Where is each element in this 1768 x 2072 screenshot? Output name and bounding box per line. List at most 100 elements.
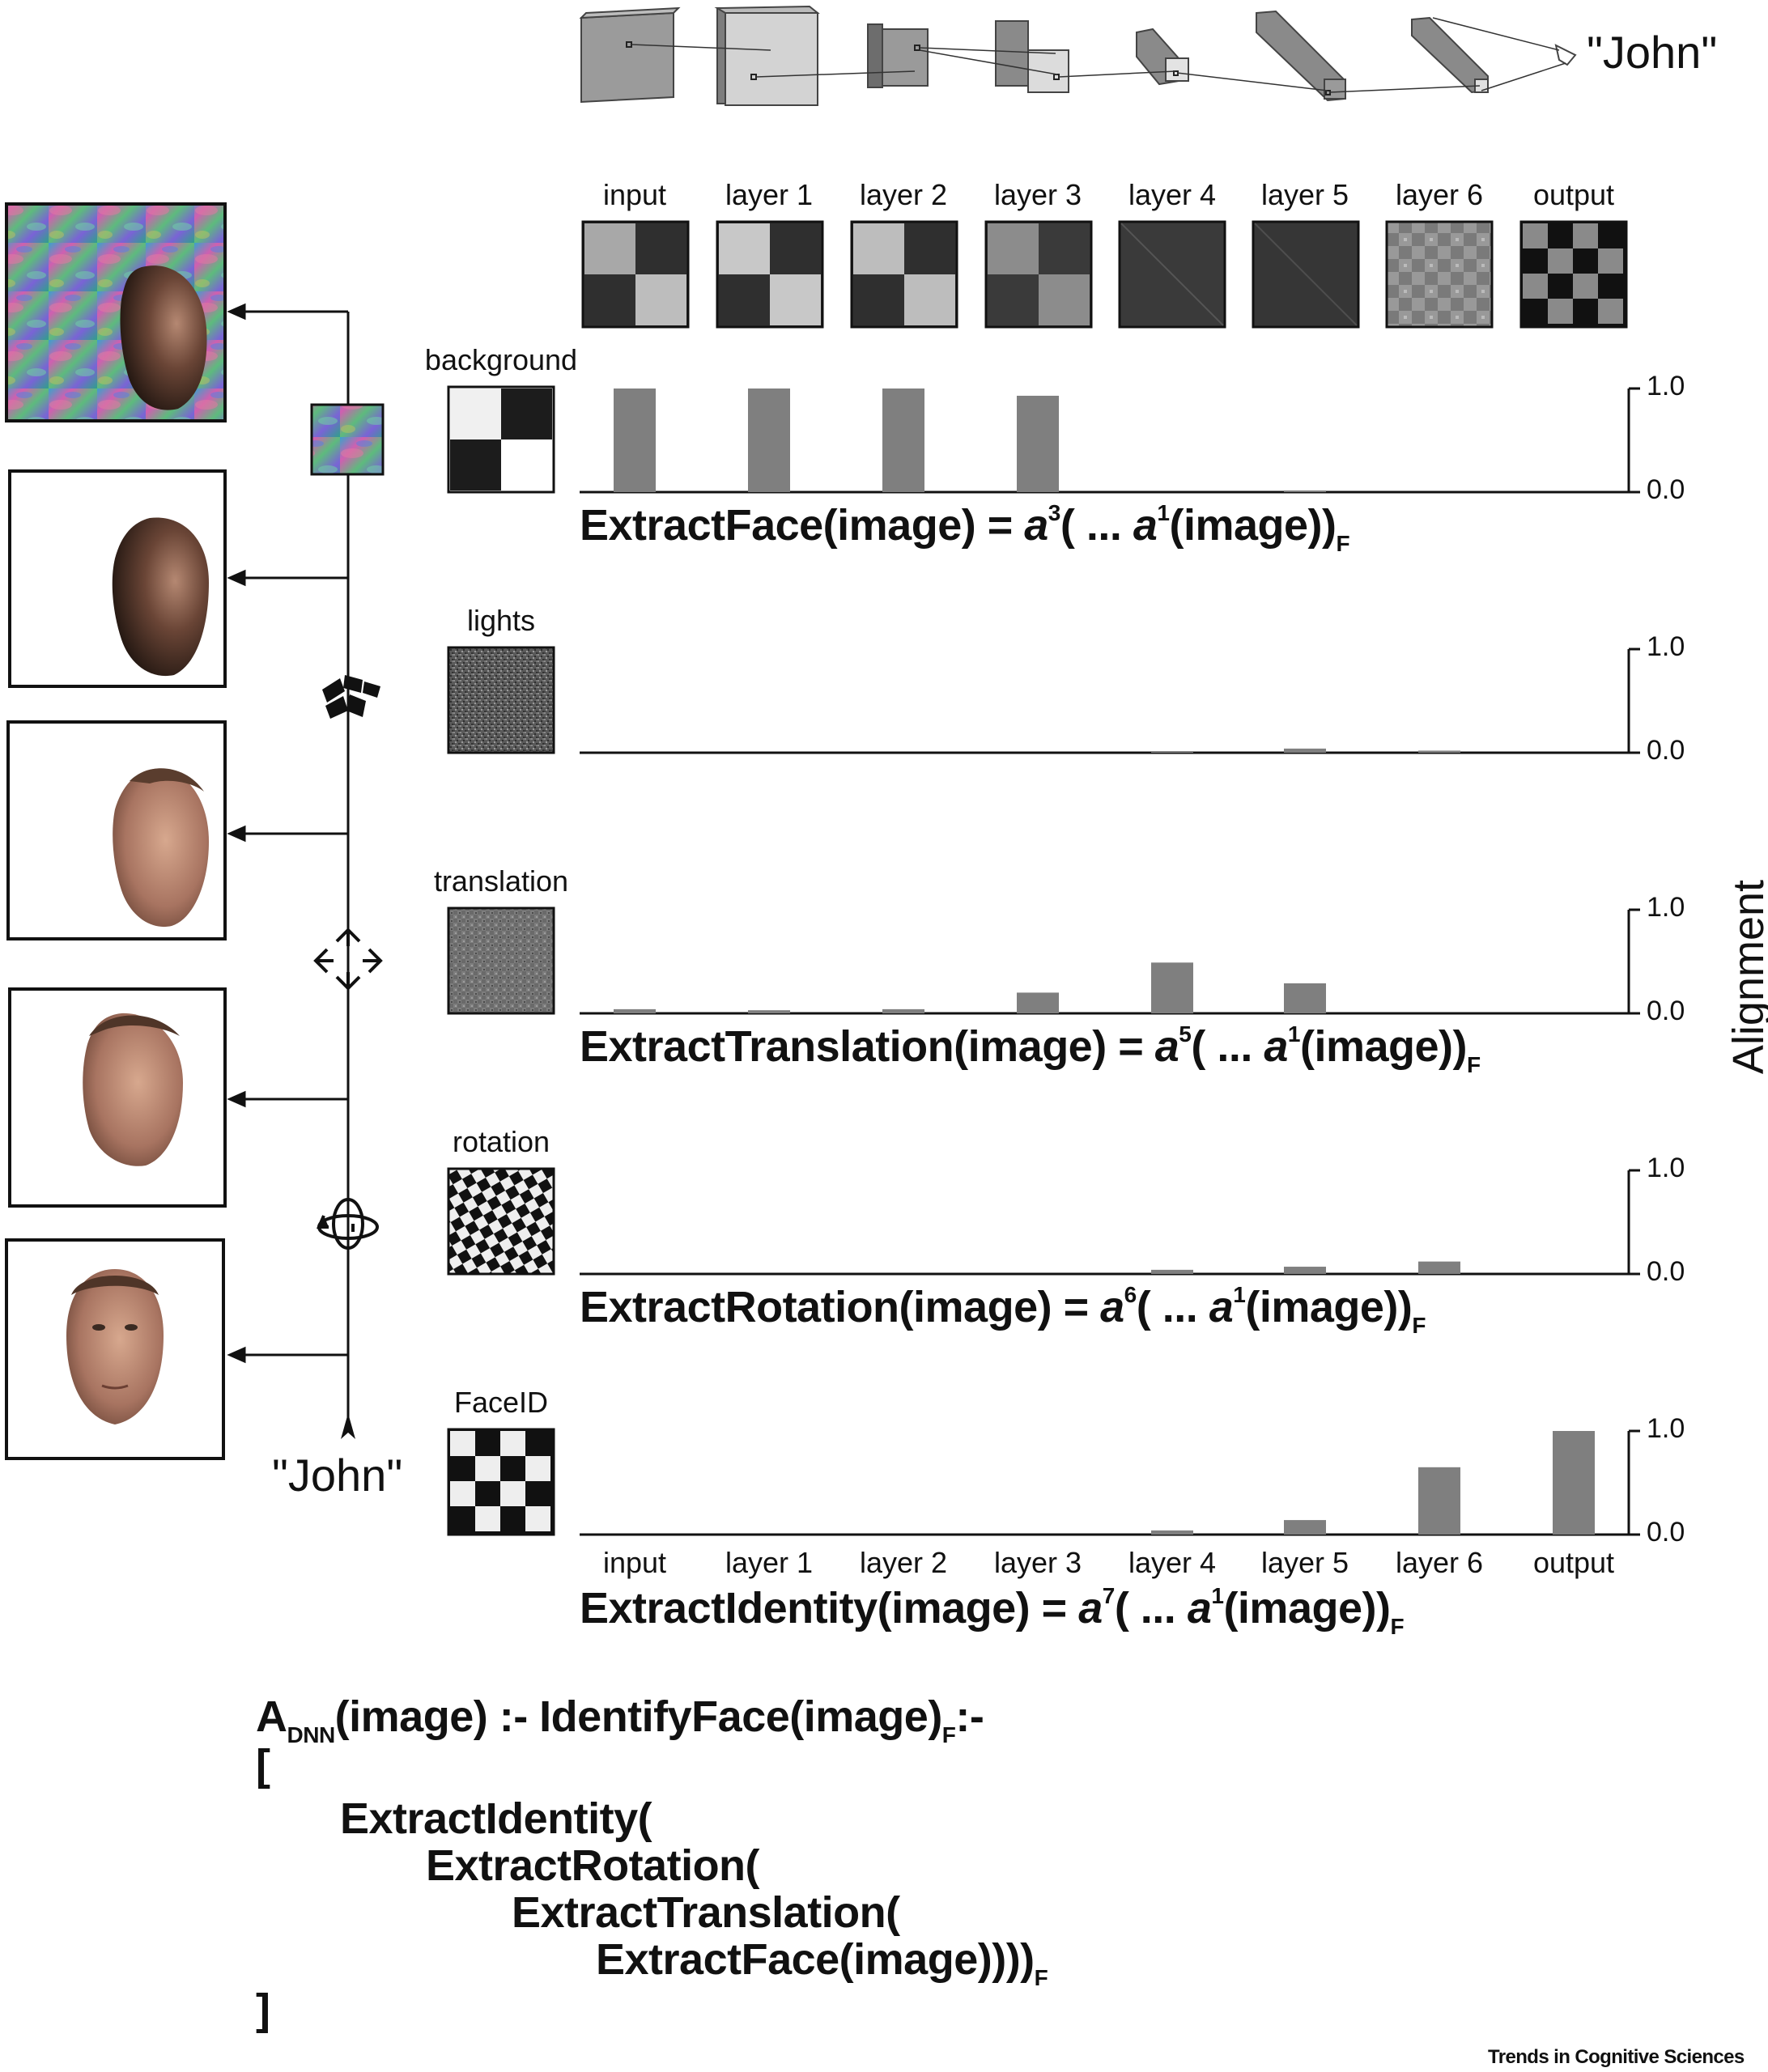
alignment-bar-charts <box>580 387 1640 1536</box>
formula-translation: ExtractTranslation(image) = a5( ... a1(i… <box>580 1021 1481 1077</box>
cnn-block-layer5 <box>1256 10 1346 102</box>
bar-lights-layer-4 <box>1151 751 1193 753</box>
header-label-layer-2: layer 2 <box>859 178 948 211</box>
header-label-layer-6: layer 6 <box>1395 178 1484 211</box>
model-matrix-translation <box>447 906 555 1015</box>
model-matrix-rotation <box>447 1167 555 1276</box>
pipeline-arrows <box>227 303 348 1364</box>
matrix-layer1 <box>716 220 824 329</box>
bar-FaceID-layer-5 <box>1284 1520 1326 1535</box>
cnn-block-layer4 <box>1136 28 1189 86</box>
bar-rotation-layer-5 <box>1284 1267 1326 1274</box>
bar-FaceID-layer-6 <box>1418 1467 1460 1535</box>
cnn-block-layer1 <box>714 5 820 106</box>
model-matrix-background <box>447 385 555 494</box>
bar-FaceID-output <box>1553 1431 1595 1535</box>
bar-FaceID-layer-4 <box>1151 1530 1193 1535</box>
cnn-block-layer3 <box>995 20 1069 93</box>
face-image-rotation <box>8 987 227 1208</box>
x-tick-label-layer-2: layer 2 <box>859 1546 948 1579</box>
model-matrix-lights <box>447 646 555 754</box>
y-tick-label: 1.0 <box>1647 892 1685 923</box>
rendered-face-stack <box>5 202 227 1460</box>
program-line-6: ExtractFace(image))))F <box>596 1935 1048 1990</box>
program-line-2: [ <box>256 1741 270 1790</box>
model-matrices <box>447 385 555 1536</box>
header-label-layer-3: layer 3 <box>993 178 1082 211</box>
publisher-credit: Trends in Cognitive Sciences <box>1488 2046 1745 2068</box>
header-label-layer-1: layer 1 <box>725 178 814 211</box>
header-label-layer-5: layer 5 <box>1260 178 1349 211</box>
y-tick-label: 0.0 <box>1647 474 1685 505</box>
y-tick-label: 0.0 <box>1647 1256 1685 1287</box>
bar-background-layer-1 <box>748 388 790 492</box>
x-tick-label-layer-5: layer 5 <box>1260 1546 1349 1579</box>
matrix-output <box>1519 220 1628 329</box>
face-image-background <box>5 202 227 422</box>
network-output-label: "John" <box>1587 27 1718 78</box>
background-icon <box>310 403 385 476</box>
lights-icon <box>322 675 380 719</box>
matrix-layer3 <box>984 220 1093 329</box>
formula-rotation: ExtractRotation(image) = a6( ... a1(imag… <box>580 1282 1426 1338</box>
model-matrix-faceid <box>447 1428 555 1536</box>
cnn-block-input <box>579 6 681 104</box>
y-tick-label: 0.0 <box>1647 1517 1685 1548</box>
face-image-translation <box>6 720 227 940</box>
row-label-translation: translation <box>433 864 569 898</box>
program-line-3: ExtractIdentity( <box>340 1794 652 1843</box>
row-label-rotation: rotation <box>452 1125 550 1158</box>
row-label-background: background <box>424 343 578 376</box>
y-tick-label: 1.0 <box>1647 371 1685 401</box>
matrix-layer5 <box>1252 220 1360 329</box>
pipeline-start-arrowhead <box>341 1413 355 1439</box>
y-tick-label: 0.0 <box>1647 735 1685 766</box>
face-image-lights <box>8 469 227 688</box>
header-label-output: output <box>1532 178 1615 211</box>
x-tick-label-layer-1: layer 1 <box>725 1546 814 1579</box>
bar-translation-input <box>614 1008 656 1013</box>
bar-rotation-layer-4 <box>1151 1269 1193 1274</box>
bar-rotation-layer-6 <box>1418 1261 1460 1274</box>
bar-lights-layer-6 <box>1418 750 1460 753</box>
pipeline-bottom-label: "John" <box>272 1450 403 1501</box>
matrix-input <box>581 220 690 329</box>
bar-background-layer-5 <box>1284 490 1326 492</box>
matrix-layer4 <box>1118 220 1226 329</box>
bar-translation-layer-2 <box>882 1008 924 1013</box>
x-tick-label-layer-6: layer 6 <box>1395 1546 1484 1579</box>
program-line-1: ADNN(image) :- IdentifyFace(image)F:- <box>256 1692 984 1747</box>
generative-pipeline <box>227 303 385 1439</box>
translation-icon <box>313 928 383 991</box>
bar-translation-layer-3 <box>1017 992 1059 1013</box>
rotation-icon <box>316 1198 379 1250</box>
x-tick-label-output: output <box>1532 1546 1615 1579</box>
y-tick-label: 1.0 <box>1647 1413 1685 1444</box>
x-tick-label-input: input <box>602 1546 667 1579</box>
bar-background-input <box>614 388 656 492</box>
y-tick-label: 0.0 <box>1647 996 1685 1026</box>
face-image-identity <box>5 1238 225 1460</box>
program-line-7: ] <box>256 1985 270 2034</box>
y-axis-label: Alignment <box>1724 879 1768 1075</box>
program-line-5: ExtractTranslation( <box>512 1888 900 1937</box>
cnn-architecture <box>579 5 1577 106</box>
bar-translation-layer-4 <box>1151 962 1193 1013</box>
bar-lights-layer-5 <box>1284 748 1326 753</box>
bar-background-layer-2 <box>882 388 924 492</box>
bar-translation-layer-5 <box>1284 983 1326 1013</box>
y-tick-label: 1.0 <box>1647 1153 1685 1183</box>
header-label-input: input <box>602 178 667 211</box>
formula-FaceID: ExtractIdentity(image) = a7( ... a1(imag… <box>580 1583 1405 1639</box>
cnn-block-layer2 <box>867 23 929 88</box>
formula-background: ExtractFace(image) = a3( ... a1(image))F <box>580 500 1350 556</box>
matrix-layer6 <box>1385 220 1494 329</box>
row-label-lights: lights <box>466 604 536 637</box>
bar-translation-layer-1 <box>748 1010 790 1013</box>
program-line-4: ExtractRotation( <box>426 1841 760 1890</box>
header-label-layer-4: layer 4 <box>1128 178 1217 211</box>
x-tick-label-layer-4: layer 4 <box>1128 1546 1217 1579</box>
layer-similarity-matrices <box>581 220 1628 329</box>
matrix-layer2 <box>850 220 958 329</box>
